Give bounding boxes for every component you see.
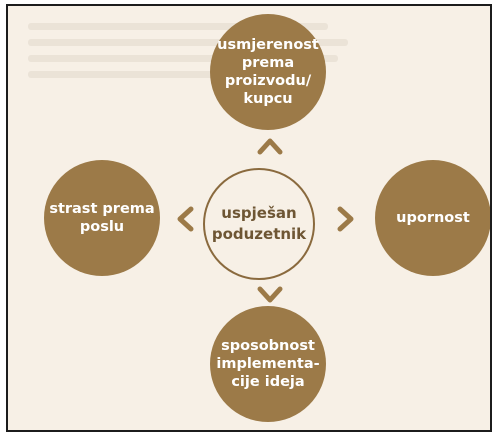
chevron-up-icon: [257, 138, 283, 155]
circle-top-label: usmjerenost prema proizvodu/ kupcu: [217, 37, 319, 107]
faded-background-text: [28, 14, 358, 114]
circle-right-persistence: upornost: [375, 160, 490, 276]
center-circle-successful-entrepreneur: uspješan poduzetnik: [203, 168, 315, 280]
center-label: uspješan poduzetnik: [211, 204, 307, 243]
circle-left-label: strast prema poslu: [49, 201, 155, 235]
circle-bottom-idea-implementation-ability: sposobnost implementa- cije ideja: [210, 306, 326, 422]
circle-right-label: upornost: [396, 210, 470, 226]
diagram-frame: usmjerenost prema proizvodu/ kupcu stras…: [6, 4, 492, 432]
circle-bottom-label: sposobnost implementa- cije ideja: [216, 338, 320, 390]
circle-top-product-customer-orientation: usmjerenost prema proizvodu/ kupcu: [210, 14, 326, 130]
circle-left-passion-for-work: strast prema poslu: [44, 160, 160, 276]
chevron-right-icon: [337, 206, 354, 232]
chevron-left-icon: [177, 206, 194, 232]
chevron-down-icon: [257, 286, 283, 303]
